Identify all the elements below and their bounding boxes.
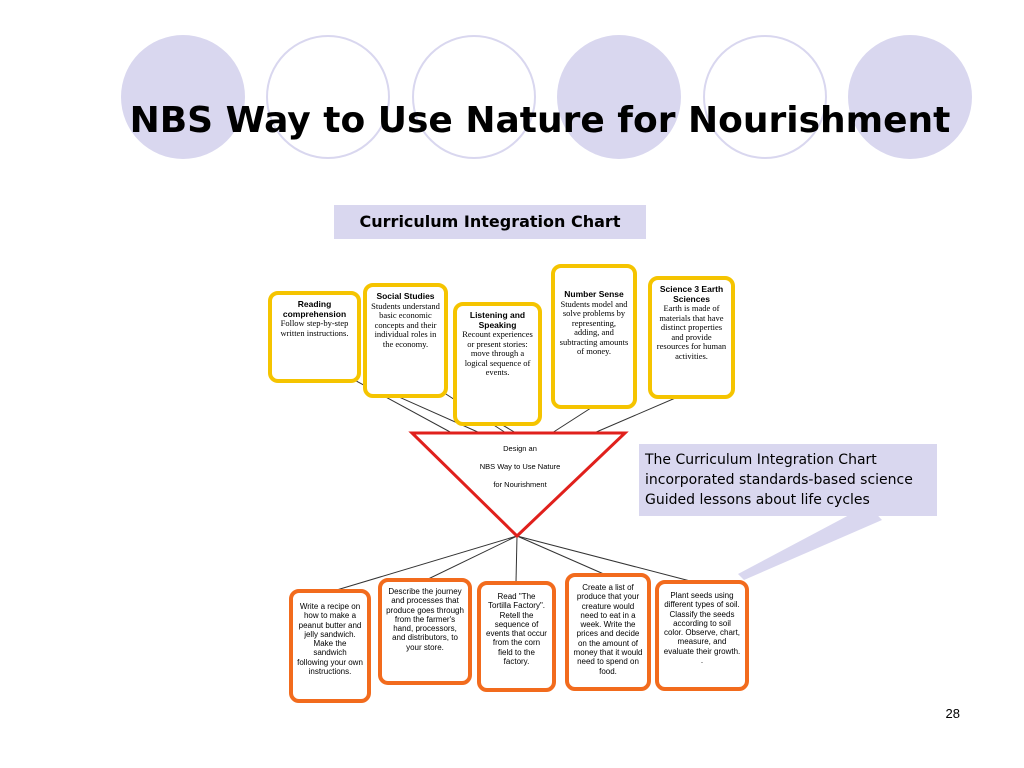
subject-box-heading: Science 3 Earth Sciences xyxy=(659,284,724,304)
activity-box-produce-list: Create a list of produce that your creat… xyxy=(565,573,651,691)
page-number: 28 xyxy=(945,706,960,721)
connector-line xyxy=(329,535,518,593)
connector-line xyxy=(515,535,518,583)
activity-box-tortilla: Read "The Tortilla Factory". Retell the … xyxy=(477,581,556,692)
subject-box-text: Students understand basic economic conce… xyxy=(371,300,440,349)
activity-box-plant-seeds: Plant seeds using different types of soi… xyxy=(655,580,749,691)
center-triangle xyxy=(408,431,629,539)
connector-line xyxy=(551,405,595,434)
subject-box-heading: Reading comprehension xyxy=(282,299,347,319)
connector-line xyxy=(516,535,695,583)
activity-box-text: Create a list of produce that your creat… xyxy=(573,583,643,676)
decor-circle xyxy=(557,35,681,159)
activity-box-text: Read "The Tortilla Factory". Retell the … xyxy=(486,592,547,667)
callout-note: The Curriculum Integration Chart incorpo… xyxy=(639,444,937,516)
activity-box-recipe: Write a recipe on how to make a peanut b… xyxy=(289,589,371,703)
decor-circle xyxy=(848,35,972,159)
subject-box-number-sense: Number Sense Students model and solve pr… xyxy=(551,264,637,409)
subject-box-text: Earth is made of materials that have dis… xyxy=(656,303,727,361)
decor-circle xyxy=(703,35,827,159)
callout-line: Guided lessons about life cycles xyxy=(645,492,870,508)
subject-box-heading: Social Studies xyxy=(376,291,435,301)
subject-box-reading: Reading comprehension Follow step-by-ste… xyxy=(268,291,361,383)
subject-box-listening-speaking: Listening and Speaking Recount experienc… xyxy=(453,302,542,426)
callout-arrow xyxy=(738,505,882,580)
connector-line xyxy=(421,535,518,583)
chart-label: Curriculum Integration Chart xyxy=(334,205,646,239)
subject-box-text: Students model and solve problems by rep… xyxy=(559,298,629,356)
activity-box-text: Plant seeds using different types of soi… xyxy=(663,591,741,666)
subject-box-text: Follow step-by-step written instructions… xyxy=(280,318,349,338)
subject-box-heading: Listening and Speaking xyxy=(469,310,526,330)
subject-box-text: Recount experiences or present stories: … xyxy=(462,329,533,377)
subject-box-heading: Number Sense xyxy=(564,289,624,299)
center-text: Design an NBS Way to Use Nature for Nour… xyxy=(440,440,600,494)
activity-box-text: Describe the journey and processes that … xyxy=(386,587,464,652)
slide-title: NBS Way to Use Nature for Nourishment xyxy=(129,100,951,141)
activity-box-text: Write a recipe on how to make a peanut b… xyxy=(297,602,363,677)
decor-circle xyxy=(121,35,245,159)
subject-box-social-studies: Social Studies Students understand basic… xyxy=(363,283,448,398)
activity-box-journey: Describe the journey and processes that … xyxy=(378,578,472,685)
callout-line: incorporated standards-based science xyxy=(645,472,913,488)
callout-line: The Curriculum Integration Chart xyxy=(645,452,877,468)
connector-line xyxy=(516,535,607,576)
decor-circle xyxy=(266,35,390,159)
decor-circle xyxy=(412,35,536,159)
subject-box-science: Science 3 Earth Sciences Earth is made o… xyxy=(648,276,735,399)
center-text-line: NBS Way to Use Nature xyxy=(479,462,561,471)
center-text-line: Design an xyxy=(503,444,537,453)
center-text-line: for Nourishment xyxy=(493,480,547,489)
